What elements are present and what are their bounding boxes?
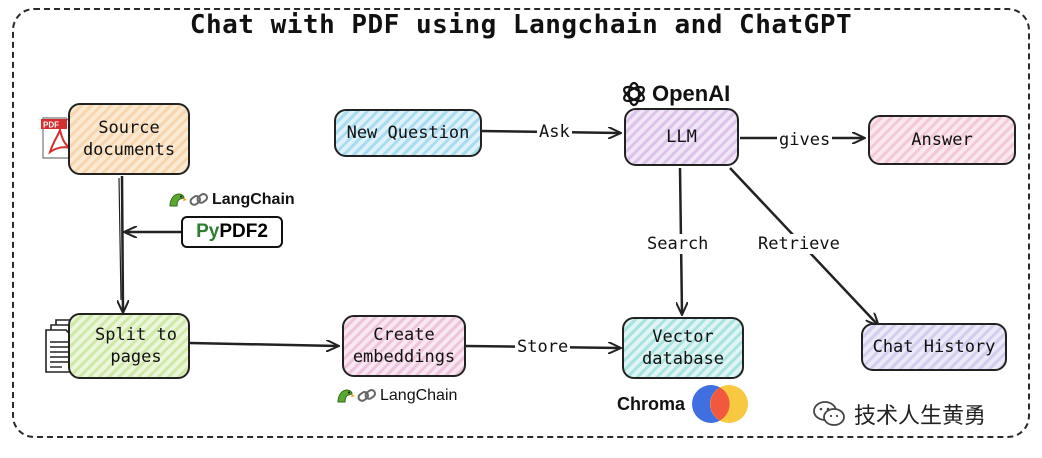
node-split-to-pages-label: Split to pages [95, 325, 177, 367]
edge-label-search: Search [645, 234, 711, 254]
node-new-question-label: New Question [346, 123, 470, 143]
node-llm-label: LLM [666, 127, 697, 147]
edge-label-gives: gives [777, 130, 833, 150]
node-create-embeddings: Create embeddings [342, 315, 466, 377]
dashed-frame [12, 8, 1030, 438]
openai-logo-icon [623, 81, 645, 107]
chroma-logo-icon [692, 385, 749, 423]
node-new-question: New Question [334, 109, 482, 157]
wechat-icon [813, 401, 845, 426]
chroma-brand-label: Chroma [617, 393, 686, 414]
pypdf2-suffix: PDF2 [219, 221, 268, 242]
chain-link-icon [357, 389, 377, 402]
langchain-brand-top-label: LangChain [212, 191, 295, 208]
edge-label-store: Store [515, 337, 571, 357]
node-vector-database-label: Vector database [642, 327, 724, 369]
parrot-icon [169, 193, 187, 207]
node-chat-history-label: Chat History [872, 337, 996, 357]
openai-brand-label: OpenAI [652, 81, 731, 106]
node-vector-database: Vector database [622, 317, 744, 379]
node-answer: Answer [868, 115, 1016, 165]
edge-label-ask: Ask [537, 122, 572, 142]
pdf-icon-text: PDF [43, 121, 59, 130]
node-answer-label: Answer [911, 130, 973, 150]
langchain-brand-bottom: LangChain [334, 386, 457, 406]
langchain-brand-top: LangChain [166, 190, 295, 210]
node-chat-history: Chat History [861, 323, 1007, 371]
edge-split-to-embeddings [189, 343, 338, 346]
pypdf2-prefix: Py [196, 221, 220, 242]
diagram-title: Chat with PDF using Langchain and ChatGP… [189, 10, 853, 40]
parrot-icon [337, 389, 355, 403]
node-source-documents: Source documents [68, 103, 190, 175]
node-llm: LLM [624, 108, 739, 166]
edge-label-retrieve: Retrieve [756, 234, 842, 254]
openai-brand: OpenAI [620, 80, 730, 108]
node-split-to-pages: Split to pages [68, 313, 190, 379]
watermark-text: 技术人生黄勇 [854, 404, 987, 429]
chroma-brand: Chroma [617, 382, 751, 426]
edge-source-to-split-sketch [118, 177, 122, 301]
node-source-documents-label: Source documents [82, 118, 176, 160]
watermark: 技术人生黄勇 [812, 398, 986, 430]
edge-source-to-split [122, 175, 123, 312]
node-create-embeddings-label: Create embeddings [352, 325, 456, 367]
chain-link-icon [189, 193, 209, 206]
langchain-brand-bottom-label: LangChain [380, 387, 458, 404]
